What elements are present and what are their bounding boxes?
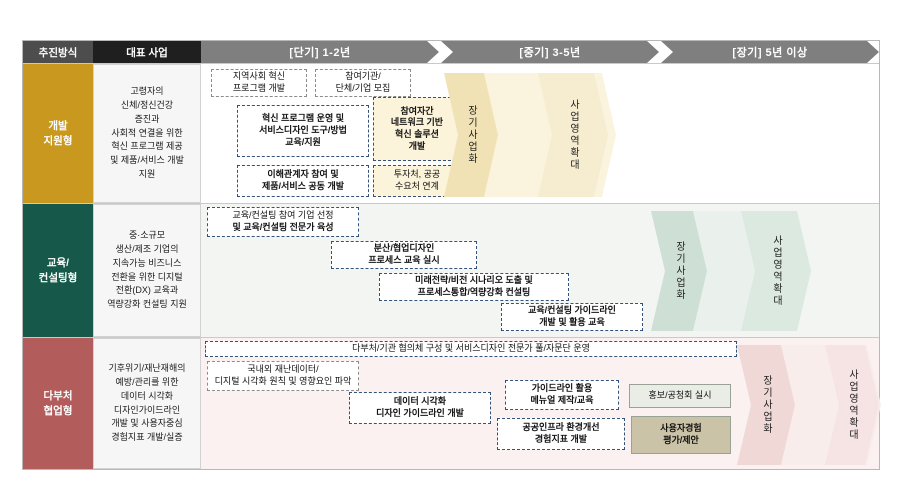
phase-long-term: [장기] 5년 이상: [661, 41, 879, 63]
multi-arrow-longterm-label: 장기사업화: [760, 375, 772, 435]
dev-box-network-solution: 참여자간 네트워크 기반 혁신 솔루션 개발: [373, 97, 461, 161]
edu-box-selection-line2: 및 교육/컨설팅 전문가 육성: [232, 222, 334, 232]
row-desc-dev: 고령자의 신체/정신건강 증진과 사회적 연결을 위한 혁신 프로그램 제공 및…: [93, 64, 201, 203]
row-label-dev: 개발 지원형: [23, 64, 93, 203]
edu-box-selection: 교육/컨설팅 참여 기업 선정 및 교육/컨설팅 전문가 육성: [207, 207, 359, 237]
phase-mid-term: [중기] 3-5년: [441, 41, 659, 63]
dev-box-recruit: 참여기관/ 단체/기업 모집: [315, 69, 411, 97]
multi-box-research: 국내외 재난데이터/ 디지털 시각화 원칙 및 영향요인 파악: [207, 361, 359, 391]
edu-arrow-expand-label: 사업영역확대: [770, 235, 782, 307]
multi-box-data-visual-guideline: 데이터 시각화 디자인 가이드라인 개발: [349, 392, 491, 424]
edu-box-selection-line1: 교육/컨설팅 참여 기업 선정: [232, 210, 334, 221]
dev-arrow-longterm-label: 장기사업화: [465, 105, 477, 165]
multi-arrow-expand-label: 사업영역확대: [846, 369, 858, 441]
dev-box-program-operation: 혁신 프로그램 운영 및 서비스디자인 도구/방법 교육/지원: [237, 105, 369, 157]
multi-box-manual: 가이드라인 활용 메뉴얼 제작/교육: [505, 380, 619, 410]
divider-row1: [23, 203, 879, 204]
row-label-edu: 교육/ 컨설팅형: [23, 204, 93, 337]
row-desc-edu: 중·소규모 생산/제조 기업의 지속가능 비즈니스 전환을 위한 디지털 전환(…: [93, 204, 201, 337]
dev-box-community-program: 지역사회 혁신 프로그램 개발: [211, 69, 307, 97]
edu-box-strategy-consulting: 미래전략/비전 시나리오 도출 및 프로세스통합/역량강화 컨설팅: [379, 273, 569, 301]
edu-box-guideline: 교육/컨설팅 가이드라인 개발 및 활용 교육: [501, 303, 643, 331]
dev-box-stakeholder: 이해관계자 참여 및 제품/서비스 공동 개발: [237, 165, 369, 197]
multi-box-infra-index: 공공인프라 환경개선 경험지표 개발: [497, 418, 625, 450]
multi-box-promotion: 홍보/공청회 실시: [629, 384, 731, 408]
roadmap-diagram: 추진방식 대표 사업 [단기] 1-2년 [중기] 3-5년 [장기] 5년 이…: [22, 40, 880, 470]
phase-short-term: [단기] 1-2년: [201, 41, 439, 63]
multi-box-ux-evaluation: 사용자경험 평가/제안: [631, 416, 731, 454]
row-desc-multi: 기후위기/재난재해의 예방/관리를 위한 데이터 시각화 디자인가이드라인 개발…: [93, 338, 201, 469]
divider-row2: [23, 337, 879, 338]
row-label-multi: 다부처 협업형: [23, 338, 93, 469]
multi-box-council: 다부처/기관 협의체 구성 및 서비스디자인 전문가 풀/자문단 운영: [205, 341, 737, 357]
edu-box-process-training: 분산/협업디자인 프로세스 교육 실시: [331, 241, 477, 269]
edu-arrow-longterm-label: 장기사업화: [673, 241, 685, 301]
dev-arrow-expand-label: 사업영역확대: [567, 99, 579, 171]
header-project-label: 대표 사업: [93, 41, 201, 63]
header-method-label: 추진방식: [23, 41, 93, 63]
divider-header: [23, 63, 879, 64]
